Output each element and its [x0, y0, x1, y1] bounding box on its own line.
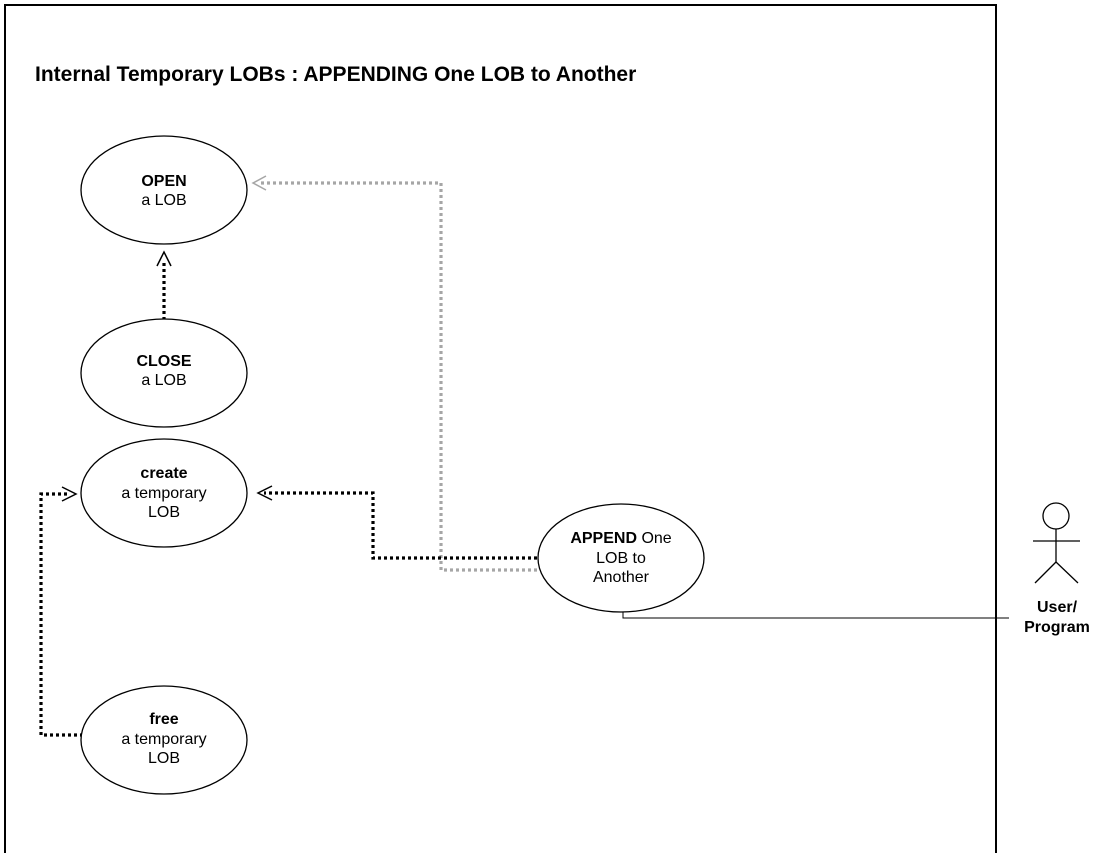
use-case-close-name: CLOSE — [136, 353, 191, 370]
actor-stick-figure-icon — [1033, 502, 1080, 584]
append-to-open-dependency — [251, 175, 537, 572]
use-case-open[interactable]: OPEN a LOB — [80, 135, 248, 245]
use-case-free-object-end: LOB — [148, 750, 180, 767]
use-case-create[interactable]: create a temporary LOB — [80, 438, 248, 548]
use-case-append-name-rest: One — [637, 530, 672, 547]
use-case-free-object: a temporary — [121, 731, 206, 748]
append-to-create-dependency — [256, 485, 537, 560]
diagram-frame — [4, 4, 997, 853]
use-case-append-object-end: Another — [593, 569, 650, 586]
actor-user-program[interactable]: User/ Program — [1024, 502, 1090, 636]
use-case-free-name: free — [149, 711, 178, 728]
use-case-create-object-end: LOB — [148, 504, 180, 521]
use-case-open-name: OPEN — [141, 173, 186, 190]
close-to-open-dependency — [156, 250, 172, 320]
use-case-append-title: APPEND One — [570, 530, 671, 547]
use-case-append[interactable]: APPEND One LOB to Another — [537, 503, 705, 613]
use-case-open-object: a LOB — [141, 192, 186, 209]
use-case-close[interactable]: CLOSE a LOB — [80, 318, 248, 428]
use-case-append-name: APPEND — [570, 530, 637, 547]
actor-label-program: Program — [1024, 619, 1090, 636]
free-to-create-dependency — [39, 486, 83, 737]
actor-association-line — [622, 606, 1009, 619]
use-case-free[interactable]: free a temporary LOB — [80, 685, 248, 795]
use-case-append-object: LOB to — [596, 550, 646, 567]
use-case-create-name: create — [140, 465, 187, 482]
use-case-create-object: a temporary — [121, 485, 206, 502]
use-case-close-object: a LOB — [141, 372, 186, 389]
diagram-title: Internal Temporary LOBs : APPENDING One … — [35, 63, 636, 86]
actor-label-user: User/ — [1037, 599, 1078, 616]
